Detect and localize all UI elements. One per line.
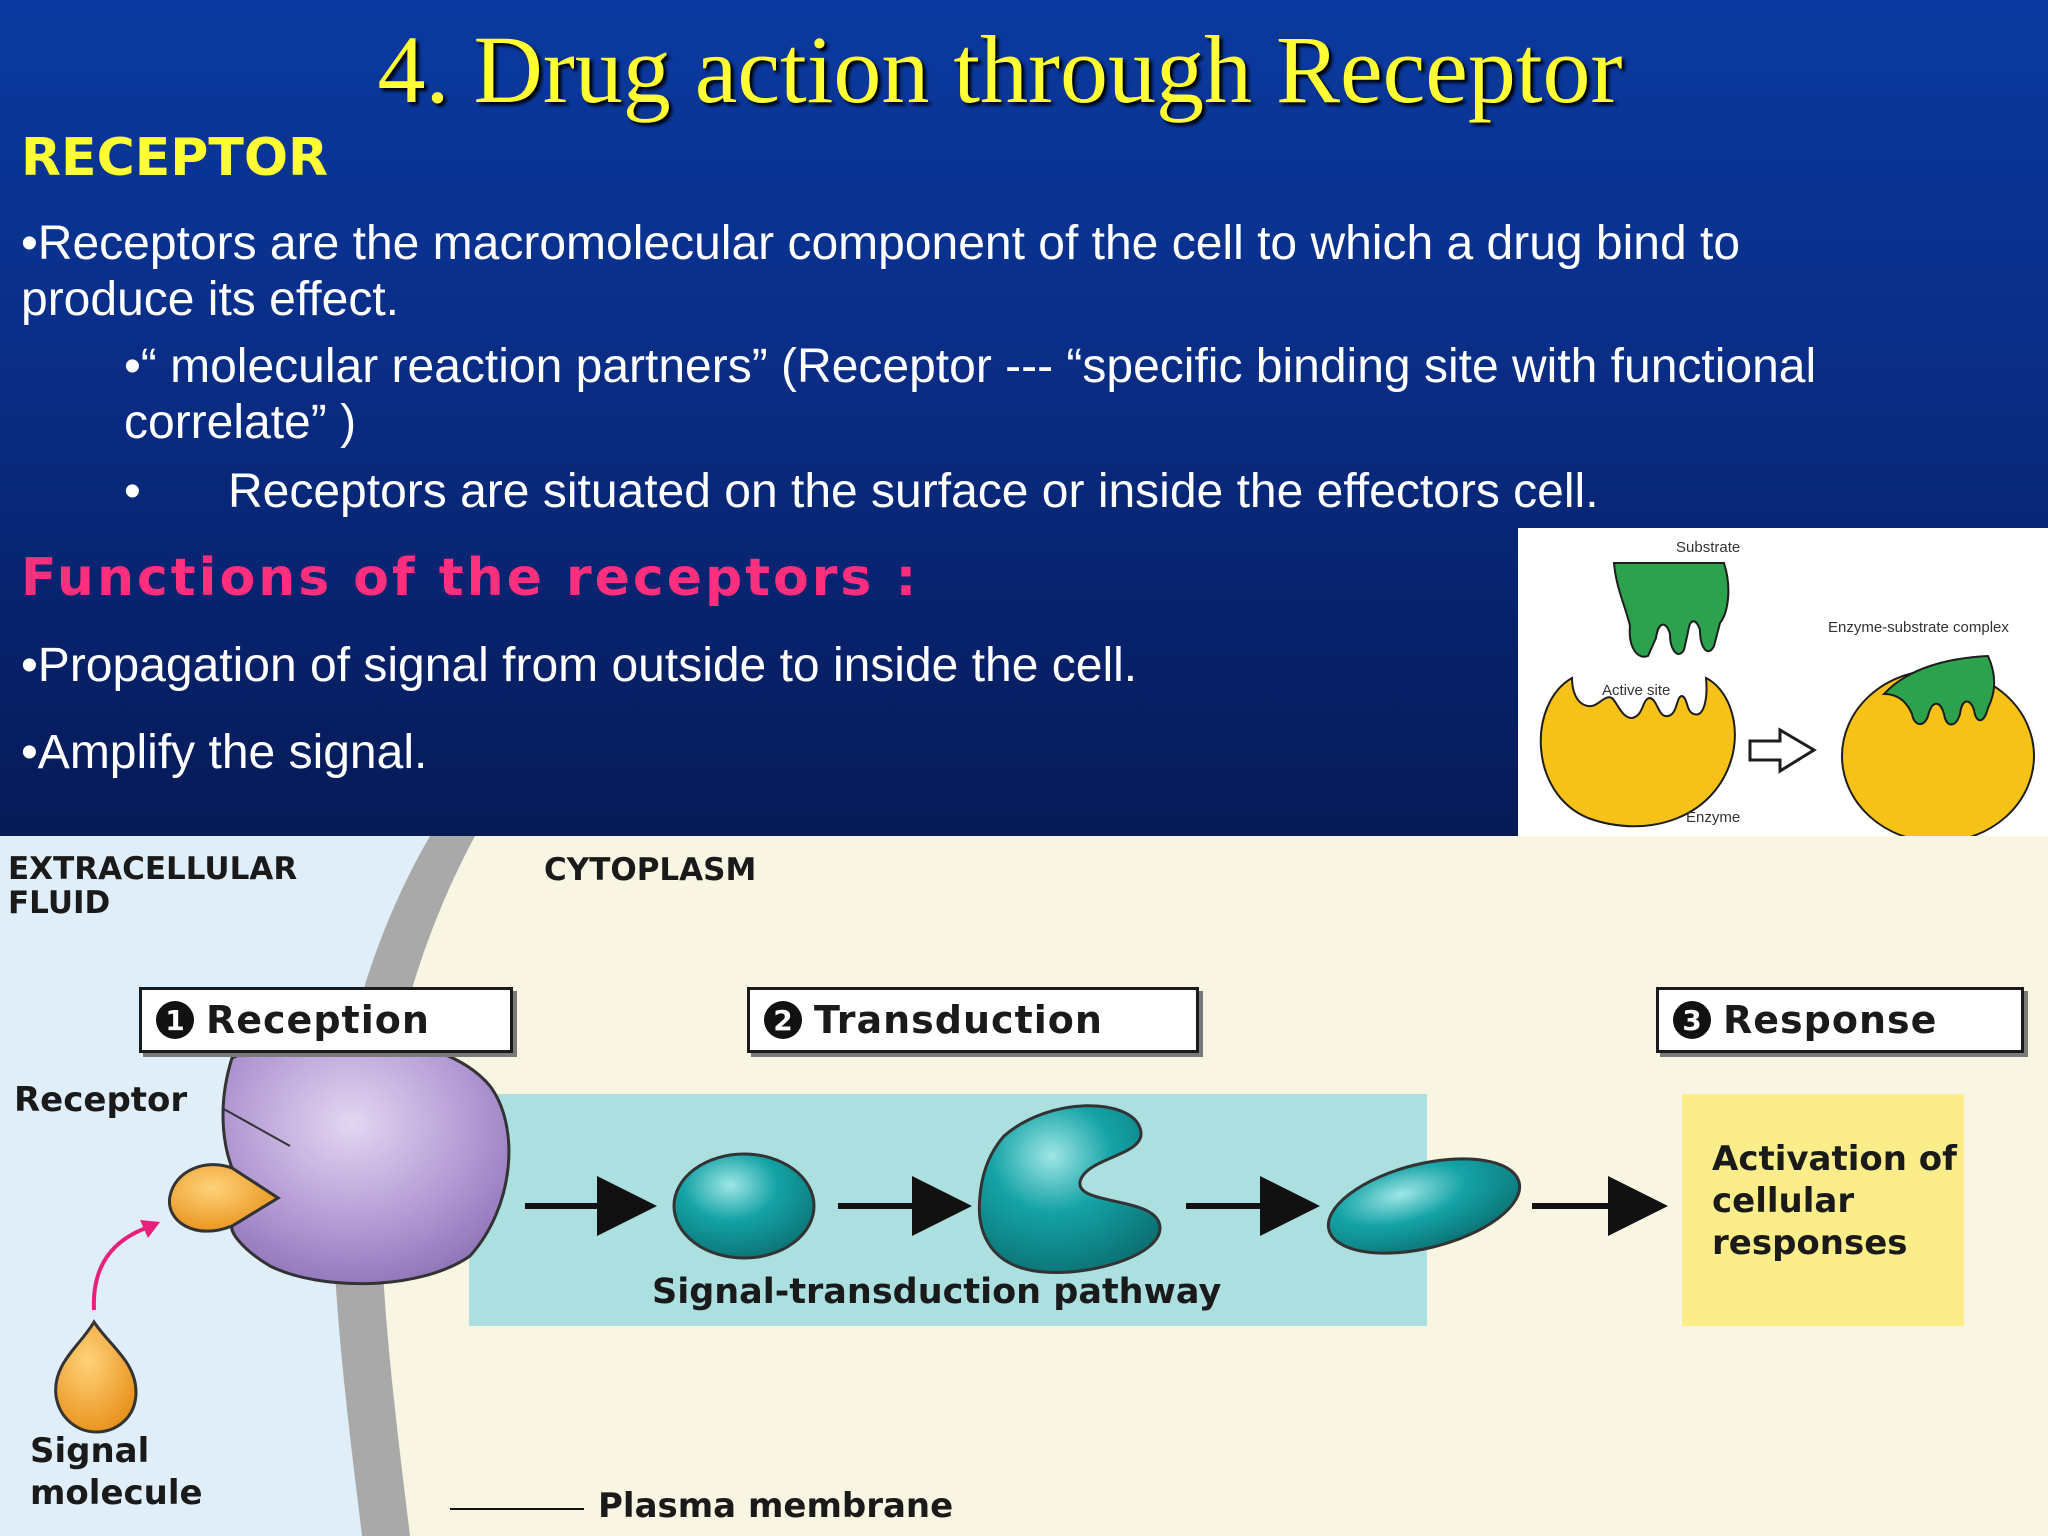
step-response-label: Response xyxy=(1723,998,1938,1042)
substrate-label: Substrate xyxy=(1676,539,1740,556)
bullet-amplify-signal: •Amplify the signal. xyxy=(21,726,428,779)
slide-text-area: 4. Drug action through Receptor RECEPTOR… xyxy=(0,0,2048,836)
receptor-label: Receptor xyxy=(14,1080,188,1120)
step-transduction-label: Transduction xyxy=(814,998,1103,1042)
substrate-shape xyxy=(1612,562,1730,658)
bullet-molecular-partners: •“ molecular reaction partners” (Recepto… xyxy=(124,340,1817,449)
bullet-receptor-location: Receptors are situated on the surface or… xyxy=(228,465,1599,518)
binding-arrow xyxy=(91,1226,147,1311)
receptor-pointer xyxy=(221,1107,291,1147)
step-reception-box: 1 Reception xyxy=(139,987,513,1053)
slide-title: 4. Drug action through Receptor xyxy=(377,16,1623,123)
relay-protein-3 xyxy=(1326,1157,1522,1255)
relay-protein-1 xyxy=(672,1152,816,1260)
active-site-label: Active site xyxy=(1602,682,1670,699)
binding-arrow-head xyxy=(140,1220,160,1238)
signal-molecule-label: Signal molecule xyxy=(30,1431,203,1513)
plasma-membrane-label: Plasma membrane xyxy=(598,1486,954,1526)
enzyme-substrate-figure: Substrate Active site Enzyme Enzyme-subs… xyxy=(1518,528,2048,836)
hollow-arrow xyxy=(1748,727,1817,774)
step-number-1: 1 xyxy=(156,1001,194,1039)
bullet-marker: • xyxy=(124,465,141,518)
step-response-box: 3 Response xyxy=(1656,987,2024,1053)
enzyme-shape xyxy=(1539,676,1736,828)
functions-heading: Functions of the receptors : xyxy=(21,548,920,608)
response-text: Activation of cellular responses xyxy=(1712,1139,1957,1263)
extracellular-label: EXTRACELLULAR FLUID xyxy=(8,851,298,921)
free-signal-molecule xyxy=(54,1319,138,1434)
step-number-2: 2 xyxy=(764,1001,802,1039)
step-reception-label: Reception xyxy=(206,998,430,1042)
complex-label: Enzyme-substrate complex xyxy=(1828,619,2009,636)
complex-substrate-shape xyxy=(1881,654,1995,726)
response-box: Activation of cellular responses xyxy=(1682,1094,1964,1326)
step-number-3: 3 xyxy=(1673,1001,1711,1039)
receptor-heading: RECEPTOR xyxy=(21,128,329,188)
bound-signal-molecule xyxy=(167,1163,281,1233)
step-transduction-box: 2 Transduction xyxy=(747,987,1199,1053)
enzyme-label: Enzyme xyxy=(1686,809,1740,826)
bullet-signal-propagation: •Propagation of signal from outside to i… xyxy=(21,639,1138,692)
receptor-protein xyxy=(221,1035,511,1286)
relay-protein-2 xyxy=(977,1104,1162,1275)
enzyme-figure-drawing: Substrate Active site Enzyme Enzyme-subs… xyxy=(1539,539,2035,836)
bullet-receptor-definition: •Receptors are the macromolecular compon… xyxy=(21,217,1741,326)
cytoplasm-label: CYTOPLASM xyxy=(544,852,757,888)
signal-transduction-diagram: EXTRACELLULAR FLUID CYTOPLASM 1 Receptio… xyxy=(0,836,2048,1536)
pathway-label: Signal-transduction pathway xyxy=(652,1272,1222,1312)
